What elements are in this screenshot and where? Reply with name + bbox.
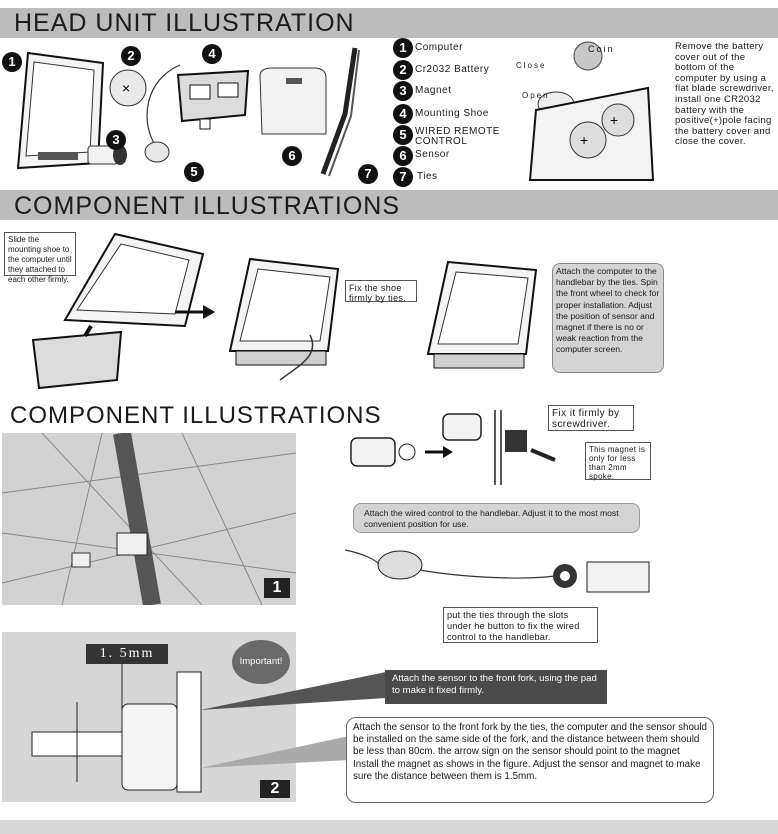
part-number-4: 4 [202, 44, 222, 64]
head-unit-banner: HEAD UNIT ILLUSTRATION [0, 8, 778, 38]
part-number-5: 5 [184, 162, 204, 182]
legend-label-1: Computer [415, 42, 463, 53]
part-number-3: 3 [106, 130, 126, 150]
sensor-photo-2: 1. 5mm Important! 2 [2, 632, 296, 802]
footer-bar [0, 820, 778, 834]
attach-computer-note: Attach the computer to the handlebar by … [552, 263, 664, 373]
computer-drawing [16, 51, 105, 170]
part-number-1: 1 [2, 52, 22, 72]
coin-label: Coin [588, 44, 615, 54]
legend-number-6: 6 [393, 146, 413, 166]
legend-label-3: Magnet [415, 85, 452, 96]
step3-drawing [426, 260, 538, 369]
magnet-screw-drawing [350, 410, 556, 485]
spokes-drawing [2, 433, 296, 605]
wired-remote-mount-drawing [344, 549, 650, 593]
final-instruction-note: Attach the sensor to the front fork by t… [346, 717, 714, 803]
svg-text:+: + [610, 112, 618, 128]
component-title-2: COMPONENT ILLUSTRATIONS [10, 402, 382, 429]
component-banner-1: COMPONENT ILLUSTRATIONS [0, 190, 778, 220]
svg-text:+: + [580, 132, 588, 148]
fork-note: Attach the sensor to the front fork, usi… [385, 670, 607, 704]
close-label: Close [516, 61, 547, 70]
legend-label-2: Cr2032 Battery [415, 64, 490, 75]
step1-drawing [31, 232, 205, 390]
important-badge: Important! [232, 640, 290, 684]
ties-slots-note: put the ties through the slots under he … [443, 607, 598, 643]
magnet-drawing [87, 145, 127, 165]
part-number-7: 7 [358, 164, 378, 184]
battery-drawing: × [109, 69, 147, 107]
legend-number-5: 5 [393, 125, 413, 145]
svg-text:×: × [122, 80, 130, 96]
battery-cover-drawing: + + [528, 41, 655, 181]
fix-screw-note: Fix it firmly by screwdriver. [548, 405, 634, 431]
arrow-right-icon [175, 305, 215, 319]
open-label: Open [522, 91, 550, 100]
battery-instruction: Remove the battery cover out of the bott… [675, 41, 774, 148]
magnet-spoke-note: This magnet is only for less than 2mm sp… [585, 442, 651, 481]
fix-shoe-note: Fix the shoe firmly by ties. [345, 280, 417, 303]
wired-remote-drawing [144, 64, 181, 163]
mounting-shoe-drawing [176, 69, 250, 130]
sensor-photo-1: 1 [2, 433, 296, 605]
part-number-2: 2 [121, 46, 141, 66]
ties-drawing [320, 47, 360, 177]
legend-number-7: 7 [393, 167, 413, 187]
legend-number-2: 2 [393, 60, 413, 80]
legend-number-4: 4 [393, 104, 413, 124]
legend-number-1: 1 [393, 38, 413, 58]
fork-callout-pointer [200, 672, 386, 768]
legend-label-4: Mounting Shoe [415, 108, 489, 119]
part-number-6: 6 [282, 146, 302, 166]
component-title-1: COMPONENT ILLUSTRATIONS [14, 192, 401, 220]
legend-number-3: 3 [393, 81, 413, 101]
fork-sensor-drawing [31, 652, 202, 793]
gap-label: 1. 5mm [86, 644, 168, 664]
step2-drawing [228, 257, 340, 381]
head-unit-title: HEAD UNIT ILLUSTRATION [14, 9, 355, 37]
photo-1-number: 1 [264, 578, 290, 598]
wired-control-note: Attach the wired control to the handleba… [353, 503, 640, 533]
legend-label-6: Sensor [415, 149, 450, 160]
sensor-drawing [259, 67, 327, 135]
legend-label-5: WIRED REMOTE CONTROL [415, 126, 500, 147]
slide-note: Slide the mounting shoe to the computer … [4, 232, 76, 284]
legend-label-7: Ties [417, 171, 438, 182]
photo-2-number: 2 [260, 780, 290, 798]
